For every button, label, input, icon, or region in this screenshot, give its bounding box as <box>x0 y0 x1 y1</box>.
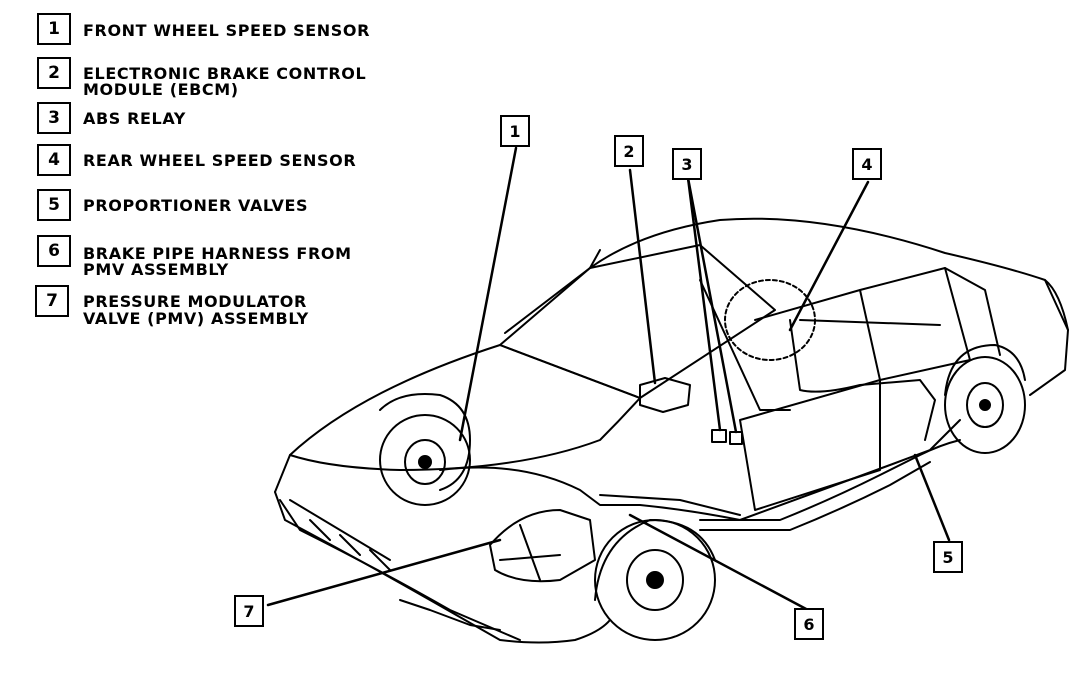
front-left-wheel <box>379 414 471 506</box>
roof-outline <box>504 217 1069 334</box>
legend-number-box: 3 <box>37 102 71 134</box>
legend-label: FRONT WHEEL SPEED SENSOR <box>83 21 371 40</box>
legend-number-box: 1 <box>37 13 71 45</box>
legend-label-line2: PMV ASSEMBLY <box>83 260 229 279</box>
callout-1: 1 <box>500 115 530 147</box>
abs-relay <box>711 429 727 443</box>
legend-label-line2: VALVE (PMV) ASSEMBLY <box>83 309 309 328</box>
callout-3: 3 <box>672 148 702 180</box>
rear-right-wheel <box>944 356 1026 454</box>
leader-line-4 <box>788 180 870 332</box>
legend-label: PROPORTIONER VALVES <box>83 196 309 215</box>
legend-label: ABS RELAY <box>83 109 186 128</box>
legend-number-box: 7 <box>35 285 69 317</box>
leader-line-7 <box>266 538 502 607</box>
callout-4: 4 <box>852 148 882 180</box>
leader-line-6 <box>628 513 810 612</box>
legend-label: BRAKE PIPE HARNESS FROM <box>83 244 352 263</box>
rocker-panel <box>699 439 961 521</box>
leader-line-5 <box>913 453 951 542</box>
legend-label: PRESSURE MODULATOR <box>83 292 307 311</box>
legend-label: ELECTRONIC BRAKE CONTROL <box>83 64 367 83</box>
callout-5: 5 <box>933 541 963 573</box>
callout-7: 7 <box>234 595 264 627</box>
hood-outline <box>289 344 641 471</box>
legend-number-box: 2 <box>37 57 71 89</box>
legend-number-box: 5 <box>37 189 71 221</box>
callout-2: 2 <box>614 135 644 167</box>
leader-line-3a <box>686 176 722 432</box>
brake-line <box>439 419 961 521</box>
front-bumper <box>274 491 611 644</box>
legend-label: REAR WHEEL SPEED SENSOR <box>83 151 357 170</box>
legend-number-box: 4 <box>37 144 71 176</box>
leader-line-2 <box>628 168 657 385</box>
headlight <box>399 599 501 631</box>
leader-line-1 <box>458 146 518 442</box>
legend-label-line2: MODULE (EBCM) <box>83 80 239 99</box>
leader-line-3b <box>686 176 738 434</box>
windshield <box>499 244 776 399</box>
door-outline <box>739 379 881 511</box>
callout-6: 6 <box>794 608 824 640</box>
ebcm-module <box>639 377 691 413</box>
pmv-assembly <box>489 509 596 583</box>
legend-number-box: 6 <box>37 235 71 267</box>
